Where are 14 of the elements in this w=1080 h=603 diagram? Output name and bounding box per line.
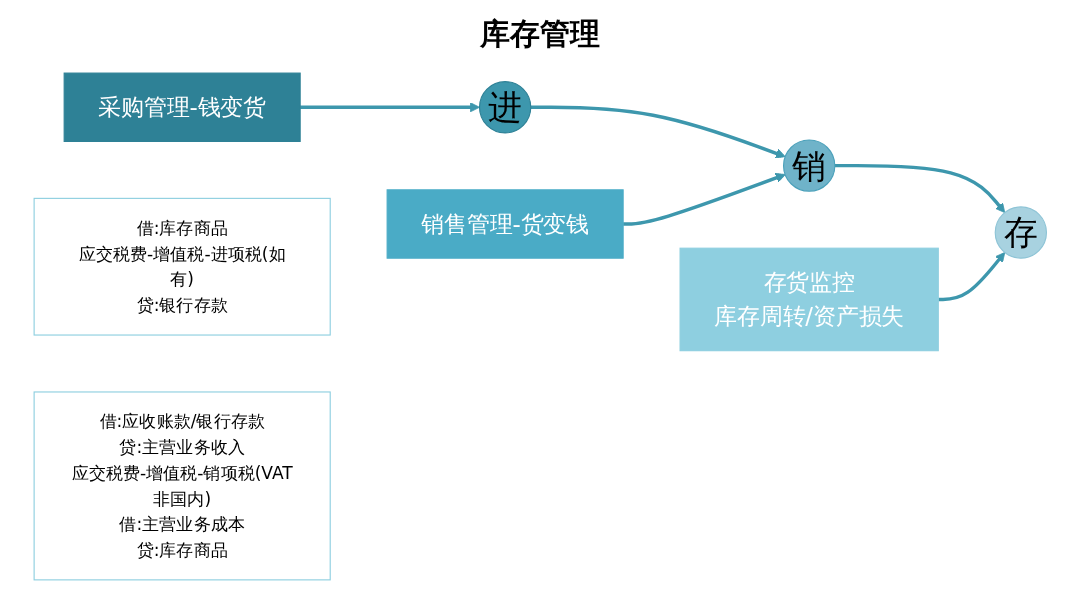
node-box: 销售管理-货变钱 [386,188,624,259]
arrow [938,251,1005,301]
node-circle: 进 [478,80,532,133]
node-circle: 存 [994,205,1047,259]
arrow [530,105,786,158]
arrow [622,172,786,226]
node-box: 借:库存商品 应交税费-增值税-进项税(如有) 贷:银行存款 [33,197,331,336]
node-box: 存货监控 库存周转/资产损失 [679,247,939,351]
arrow [834,163,1005,213]
node-circle: 销 [782,138,836,192]
node-box: 借:应收账款/银行存款 贷:主营业务收入 应交税费-增值税-销项税(VAT非国内) 借:主营业务成本 贷:库存商品 [33,390,331,580]
diagram-title: 库存管理 [479,15,601,53]
node-box: 采购管理-钱变货 [63,72,301,142]
arrow [299,101,480,112]
